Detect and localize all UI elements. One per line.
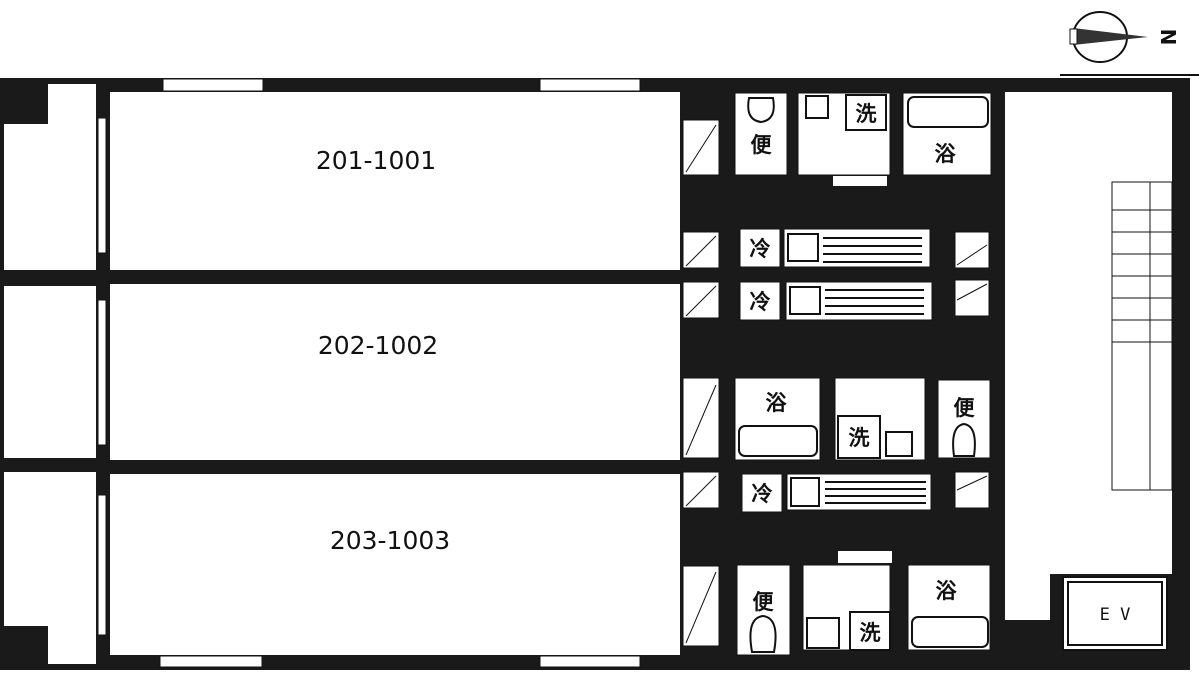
washroom-label: 洗	[860, 621, 881, 645]
balcony-segment	[4, 124, 96, 270]
door-swing	[685, 571, 717, 644]
corridor-floor	[1005, 574, 1050, 620]
washbasin-icon	[806, 617, 840, 649]
door	[682, 471, 720, 509]
windows	[97, 78, 641, 668]
fridge-space	[739, 281, 781, 321]
toilet-label: 便	[753, 590, 775, 614]
sink-icon	[789, 286, 821, 315]
compass-needle-icon	[1073, 28, 1148, 45]
washing-machine-space	[845, 94, 887, 131]
unit-label-201: 201-1001	[316, 146, 436, 175]
door-swing	[956, 475, 988, 491]
bathtub-icon	[907, 96, 989, 128]
unit-203-wet-area: 便 洗 浴	[736, 551, 991, 656]
bath-label: 浴	[766, 391, 788, 415]
door-swing	[685, 384, 717, 456]
entry-doors	[682, 119, 720, 647]
washroom-label: 洗	[849, 426, 870, 450]
washroom-label: 洗	[856, 102, 877, 126]
door-swing	[685, 475, 717, 507]
stove-lines	[825, 289, 924, 315]
fridge-label: 冷	[750, 290, 771, 314]
left-balcony	[4, 84, 96, 664]
window	[162, 78, 264, 92]
door	[833, 176, 887, 186]
stove-lines	[823, 237, 922, 263]
unit-202-wet-area: 浴 洗 便	[734, 377, 991, 461]
kitchen-203: 冷	[741, 471, 990, 513]
balcony-segment	[4, 286, 96, 458]
unit-201-wet-area: 便 洗 浴	[734, 92, 992, 186]
toilet-label: 便	[751, 133, 773, 157]
window	[539, 655, 641, 668]
washing-machine-space	[849, 611, 891, 651]
window	[97, 299, 107, 446]
window	[159, 655, 263, 668]
toilet-icon	[747, 97, 775, 124]
balcony-segment	[48, 626, 96, 664]
elevator	[1062, 576, 1168, 651]
stair-treads	[1112, 209, 1172, 343]
window	[97, 494, 107, 636]
room-203	[110, 474, 680, 655]
elevator-label: E V	[1100, 605, 1131, 625]
window	[97, 117, 107, 254]
toilet-icon	[749, 614, 777, 653]
window	[539, 78, 641, 92]
toilet-icon	[952, 422, 976, 457]
fridge-space	[739, 228, 781, 268]
kitchen-202: 冷	[739, 279, 990, 321]
sink-icon	[790, 477, 820, 507]
compass-needle-tail	[1069, 28, 1078, 45]
door-swing	[685, 235, 717, 267]
staircase	[1111, 181, 1173, 491]
door	[682, 281, 720, 319]
bathtub-icon	[911, 616, 989, 648]
bath-label: 浴	[936, 579, 958, 603]
fridge-label: 冷	[752, 482, 773, 506]
unit-label-202: 202-1002	[318, 331, 438, 360]
kitchen-201: 冷	[739, 228, 990, 269]
north-label: N	[1156, 29, 1180, 46]
unit-label-203: 203-1003	[330, 526, 450, 555]
door-swing	[685, 124, 717, 173]
room-201	[110, 92, 680, 270]
elevator-car	[1067, 581, 1163, 646]
washbasin-icon	[885, 431, 913, 457]
washbasin-icon	[805, 95, 829, 119]
toilet-label: 便	[954, 396, 976, 420]
door-swing	[956, 244, 988, 266]
door	[682, 231, 720, 269]
fridge-label: 冷	[750, 237, 771, 261]
common-corridor: E V	[1005, 92, 1184, 660]
room-202	[110, 284, 680, 460]
door-swing	[685, 285, 717, 317]
stove-lines	[825, 481, 926, 504]
bathtub-icon	[738, 425, 818, 457]
balcony-segment	[4, 472, 96, 626]
stair-outline	[1111, 181, 1173, 491]
north-compass: N	[1069, 11, 1180, 63]
door-swing	[956, 283, 988, 301]
door	[838, 551, 892, 563]
fridge-space	[741, 473, 783, 513]
outer-wall	[1172, 92, 1184, 660]
sink-icon	[787, 233, 819, 262]
washing-machine-space	[837, 415, 881, 459]
bath-label: 浴	[935, 142, 957, 166]
